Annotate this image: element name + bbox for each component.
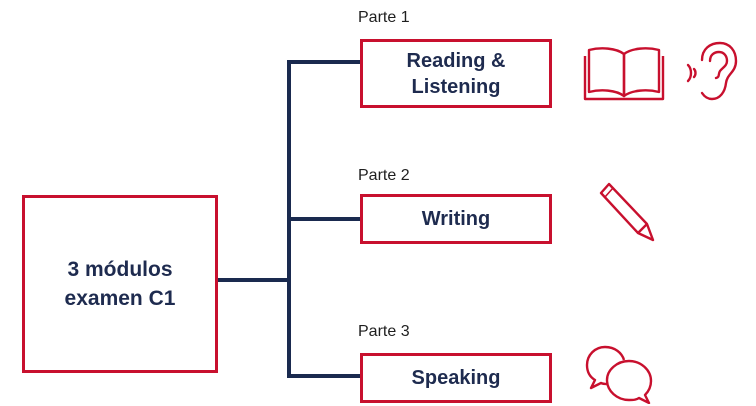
pencil-icon (599, 182, 655, 242)
module-3-title: Speaking (411, 367, 501, 389)
ear-listening-icon (686, 41, 738, 101)
speech-bubbles-icon (585, 345, 653, 404)
module-1-title-line1: Reading & (406, 49, 506, 72)
reading-listening-box: Reading & Listening (360, 39, 552, 108)
center-title-line1: 3 módulos (67, 258, 173, 281)
module-1-title-line2: Listening (411, 75, 501, 98)
part-1-label: Parte 1 (358, 9, 410, 26)
writing-box: Writing (360, 194, 552, 244)
exam-modules-box: 3 módulos examen C1 (22, 195, 218, 373)
part-2-label: Parte 2 (358, 167, 410, 184)
module-2-title: Writing (421, 208, 491, 230)
speaking-box: Speaking (360, 353, 552, 403)
part-3-label: Parte 3 (358, 323, 410, 340)
center-title-line2: examen C1 (64, 287, 176, 310)
book-icon (583, 47, 665, 101)
